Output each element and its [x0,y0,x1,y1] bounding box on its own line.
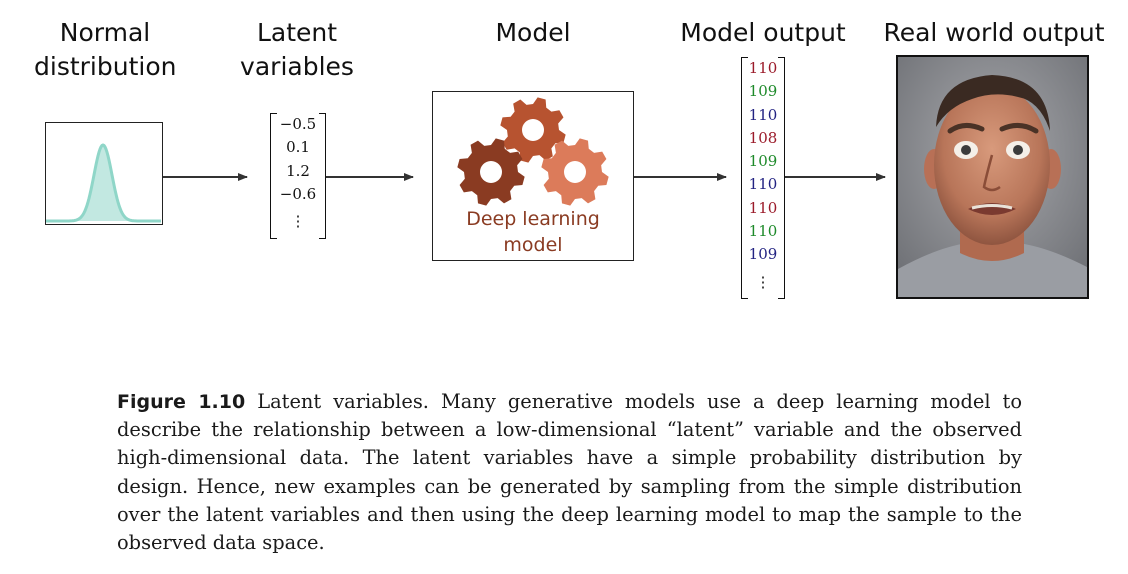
heading-model-output: Model output [680,18,846,47]
model-output-entry: 109 [748,245,778,264]
latent-vector-entry: −0.5 [279,115,317,133]
gaussian-curve-icon [46,143,161,223]
heading-normal-line2: distribution [34,52,177,81]
heading-normal-distribution: Normal distribution [34,16,176,84]
model-box-label-line2: model [503,234,563,256]
output-vector-right-bracket [778,57,785,299]
latent-vector-entry: 1.2 [286,161,310,180]
model-output-entry: 110 [748,105,778,124]
heading-latent-variables: Latent variables [236,16,358,84]
output-vector-left-bracket [741,57,748,299]
model-output-entry: 108 [748,128,778,147]
figure-caption: Figure 1.10 Latent variables. Many gener… [117,388,1022,557]
latent-vector-entry: 0.1 [286,138,310,157]
model-box [432,91,634,261]
heading-normal-line1: Normal [59,18,151,47]
latent-vector-right-bracket [319,113,326,239]
gear-right-hole [564,161,586,183]
latent-vector-entry: ⋮ [290,212,306,231]
model-output-entry: 110 [748,175,778,194]
model-output-entry: ⋮ [755,272,771,291]
model-output-entry: 110 [748,198,778,217]
gears-icon [457,97,609,206]
model-output-entry: 109 [748,152,778,171]
heading-latent-line2: variables [240,52,354,81]
normal-distribution-box [45,122,163,225]
gear-left-hole [480,161,502,183]
heading-model: Model [495,18,571,47]
model-output-vector: 110 109 110 108 109 110 110 110 109 ⋮ [741,57,785,299]
model-output-entry: 110 [748,59,778,77]
model-box-label: Deep learning model [433,206,633,258]
gear-top-hole [522,119,544,141]
real-world-output-photo [896,55,1089,299]
latent-vector-entry: −0.6 [279,184,317,203]
figure-caption-text: Latent variables. Many generative models… [117,390,1022,555]
face-photo-image [898,57,1087,297]
model-box-label-line1: Deep learning [466,208,600,230]
heading-latent-line1: Latent [256,18,338,47]
latent-vector-left-bracket [270,113,277,239]
model-output-entry: 110 [748,222,778,241]
latent-vector: −0.5 0.1 1.2 −0.6 ⋮ [270,113,326,239]
model-output-entry: 109 [748,82,778,101]
heading-real-world-output: Real world output [883,18,1105,47]
figure-label: Figure 1.10 [117,391,246,413]
